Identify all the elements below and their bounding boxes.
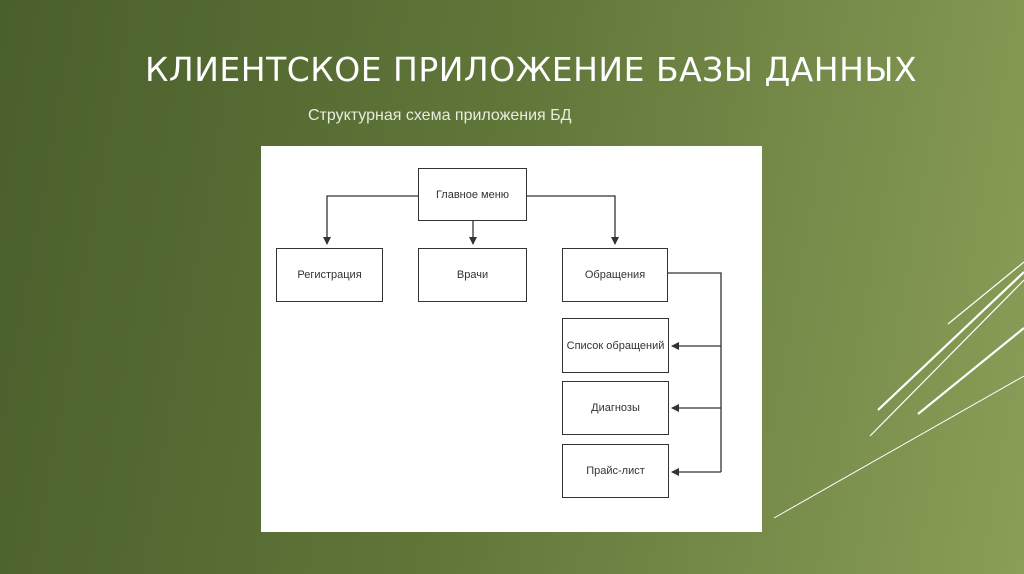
node-main-menu-label: Главное меню [435,188,510,201]
node-diagnoses: Диагнозы [562,381,669,435]
edge-main-menu-registration [323,195,418,245]
node-diagnoses-label: Диагнозы [591,402,640,414]
diagram-panel: Главное меню Регистрация Врачи Обращения… [261,146,762,532]
node-registration: Регистрация [276,248,383,302]
node-appeals: Обращения [562,248,668,302]
node-appeals-list: Список обращений [562,318,669,373]
diagram-connectors [323,195,722,476]
node-price-list-label: Прайс-лист [586,465,645,477]
node-main-menu: Главное меню [418,168,527,221]
node-registration-label: Регистрация [297,269,362,281]
slide-title: КЛИЕНТСКОЕ ПРИЛОЖЕНИЕ БАЗЫ ДАННЫХ [145,50,918,89]
edge-main-menu-appeals [527,195,619,245]
node-appeals-label: Обращения [584,269,646,281]
node-doctors: Врачи [418,248,527,302]
node-price-list: Прайс-лист [562,444,669,498]
node-doctors-label: Врачи [456,269,489,281]
slide-subtitle: Структурная схема приложения БД [308,107,572,124]
node-appeals-list-label: Список обращений [566,339,665,352]
edge-appeals-trunk [668,272,722,472]
